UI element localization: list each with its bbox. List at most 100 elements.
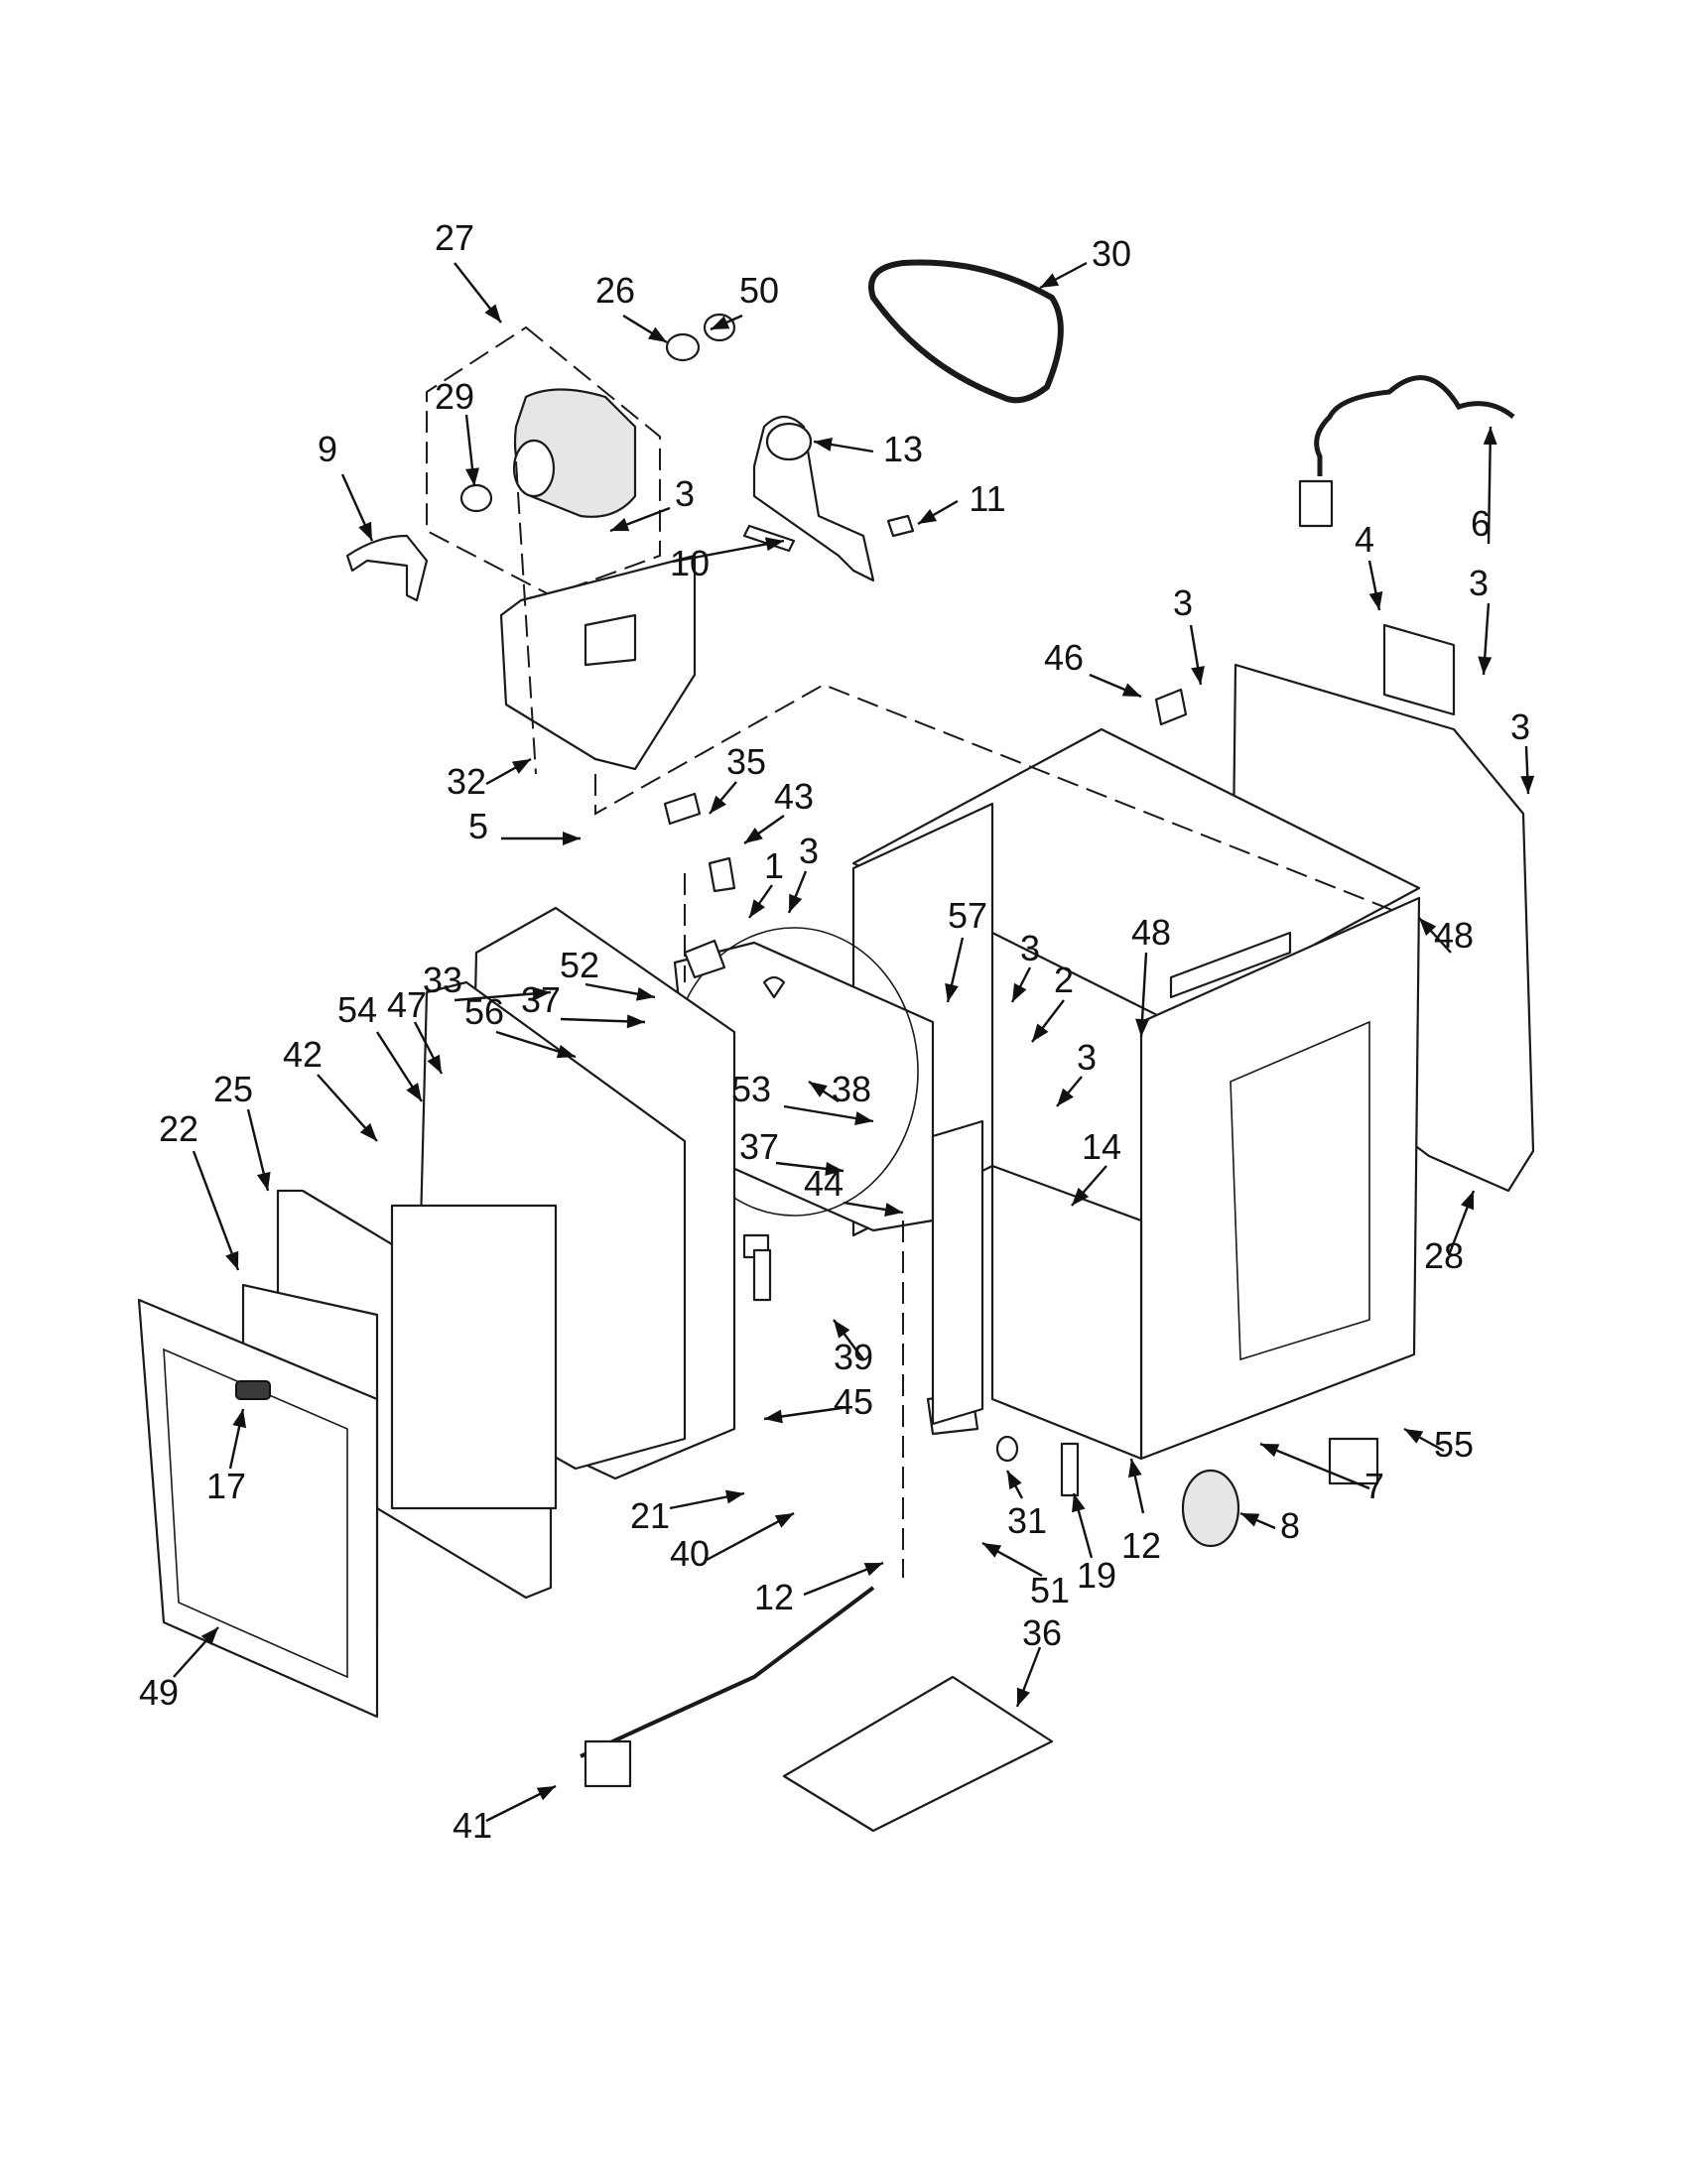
switch-19[interactable]: [1060, 1442, 1080, 1497]
arrowhead-c12a: [1127, 1459, 1142, 1478]
felt-seal-38[interactable]: [762, 975, 786, 999]
nut-31[interactable]: [995, 1435, 1019, 1463]
cabinet-side-recess: [1230, 1020, 1370, 1361]
arrowhead-c11: [918, 508, 938, 524]
sensor-21[interactable]: [752, 1248, 772, 1302]
callout-48-rear: 48: [1434, 915, 1474, 956]
callout-40: 40: [670, 1533, 710, 1574]
toe-panel-36[interactable]: [782, 1675, 1054, 1833]
arrowhead-c6: [1483, 427, 1497, 446]
arrowhead-c30: [1040, 273, 1060, 288]
callout-38: 38: [832, 1069, 871, 1109]
callout-1: 1: [764, 845, 784, 886]
arrowhead-c1: [749, 899, 766, 918]
callout-29: 29: [435, 376, 474, 417]
callout-39: 39: [834, 1337, 873, 1377]
idler-screw-11[interactable]: [886, 514, 915, 538]
arrowhead-c10: [765, 537, 784, 552]
arrowhead-c41: [536, 1786, 556, 1801]
arrowhead-c4: [1368, 590, 1383, 610]
access-cover-4[interactable]: [1382, 623, 1456, 716]
arrowhead-c47: [427, 1054, 442, 1074]
door-handle-17[interactable]: [235, 1380, 271, 1400]
callout-27: 27: [435, 217, 474, 258]
callout-9: 9: [318, 429, 337, 469]
arrowhead-c56: [556, 1044, 576, 1059]
front-support-51[interactable]: [931, 1119, 984, 1426]
idler-pulley[interactable]: [765, 422, 813, 461]
leader-line-c6: [1487, 426, 1493, 545]
motor-shaft-end: [512, 439, 556, 498]
belt-idler-group: [742, 259, 1064, 582]
door-frame-49[interactable]: [137, 1298, 379, 1719]
bracket-1[interactable]: [683, 939, 726, 979]
callout-25: 25: [213, 1069, 253, 1109]
switch-35[interactable]: [663, 792, 702, 826]
arrowhead-c3b: [1478, 656, 1493, 675]
inner-glass-42[interactable]: [390, 1204, 558, 1510]
thermostat-43[interactable]: [708, 856, 736, 893]
leader-line-c10: [672, 539, 785, 564]
arrowhead-c50: [711, 316, 730, 329]
motor-clamp-9[interactable]: [345, 534, 429, 602]
drum-belt-30[interactable]: [868, 259, 1064, 404]
callout-3-rail: 3: [1020, 928, 1040, 968]
arrowhead-c40: [774, 1513, 794, 1528]
callout-17: 17: [206, 1466, 246, 1506]
arrowhead-c5: [563, 832, 581, 845]
clip-46[interactable]: [1154, 688, 1188, 726]
callout-labels: 27 26 50 30 29 9 13 11 3 10 6 4 3 3 46 3…: [139, 217, 1530, 1846]
arrowhead-c2: [1032, 1023, 1049, 1042]
arrowhead-c31: [1007, 1471, 1022, 1490]
arrowhead-c32: [511, 759, 531, 774]
leader-line-c7: [1259, 1442, 1370, 1490]
connector-41[interactable]: [584, 1739, 632, 1788]
arrowhead-c3f: [1012, 982, 1027, 1002]
callout-3-rear-side: 3: [1510, 707, 1530, 747]
callout-3-rear-top: 3: [1469, 563, 1489, 603]
callout-22: 22: [159, 1108, 198, 1149]
arrowhead-c19: [1072, 1493, 1086, 1513]
arrowhead-c28: [1461, 1191, 1475, 1211]
rail-48[interactable]: [1169, 931, 1292, 999]
callout-21: 21: [630, 1495, 670, 1536]
callout-3-cabinet-top: 3: [1173, 582, 1193, 623]
arrowhead-c3a: [610, 518, 630, 532]
arrowhead-c37a: [626, 1014, 645, 1029]
arrowhead-c26: [647, 326, 667, 342]
motor-assembly-group: [345, 313, 736, 771]
callout-52: 52: [560, 945, 599, 985]
arrowhead-c48b: [1419, 918, 1437, 937]
callout-56: 56: [464, 991, 504, 1032]
arrowhead-c7: [1260, 1444, 1280, 1458]
front-panel-stack: [137, 906, 736, 1719]
arrowhead-c38: [809, 1082, 828, 1097]
arrowhead-c53: [854, 1111, 873, 1125]
leveling-foot-8[interactable]: [1181, 1469, 1240, 1548]
arrowhead-c36: [1016, 1687, 1030, 1707]
callout-46: 46: [1044, 637, 1084, 678]
arrowhead-c3e: [789, 893, 803, 913]
callout-11: 11: [969, 478, 1005, 519]
reference-lines: [515, 460, 1400, 1578]
arrowhead-c3c: [1191, 666, 1205, 685]
arrowhead-c51: [982, 1543, 1002, 1558]
callout-51: 51: [1030, 1570, 1070, 1610]
arrowhead-c42: [359, 1122, 377, 1141]
power-cord-6[interactable]: [1314, 375, 1515, 476]
wire-harness-5[interactable]: [584, 613, 637, 667]
callout-41: 41: [453, 1805, 492, 1846]
motor-pulley-29[interactable]: [459, 483, 493, 513]
door-frame-window: [163, 1348, 348, 1679]
arrowhead-c48a: [1135, 1018, 1150, 1037]
callout-14: 14: [1082, 1126, 1121, 1167]
power-cord-group: [1298, 375, 1515, 528]
arrowhead-c9: [358, 521, 372, 541]
arrowhead-c35: [710, 795, 726, 814]
motor-pulley-26[interactable]: [665, 332, 701, 362]
callout-3-bulkhead: 3: [799, 831, 819, 871]
wire-harness-12[interactable]: [580, 1586, 875, 1758]
callout-12-harness: 12: [754, 1577, 794, 1617]
callout-7: 7: [1364, 1466, 1384, 1506]
